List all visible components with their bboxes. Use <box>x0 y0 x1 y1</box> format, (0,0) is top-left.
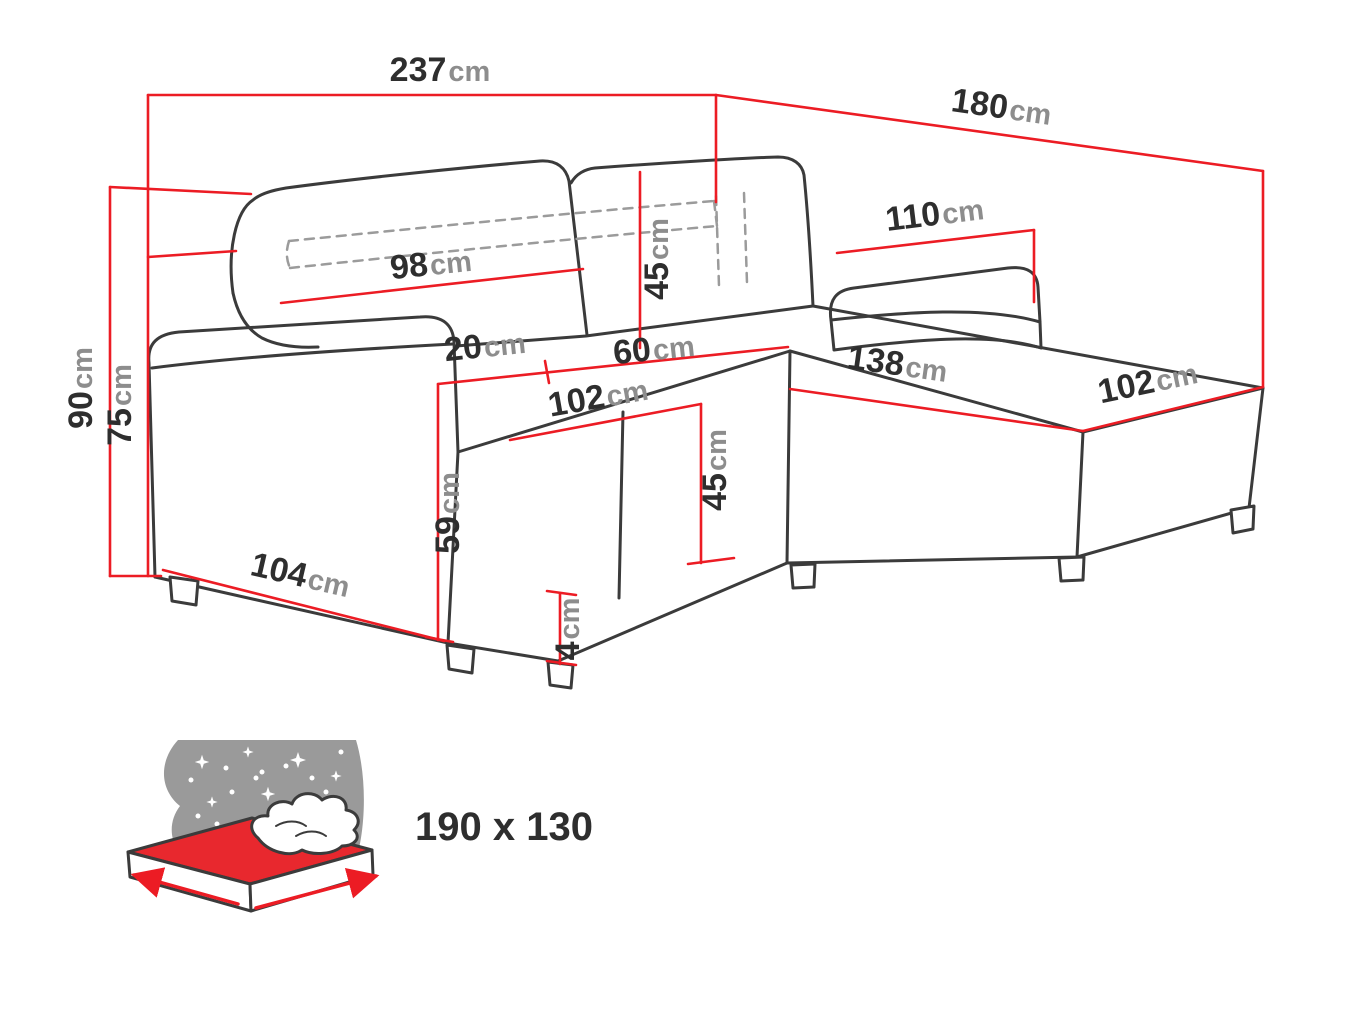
dim-unit: cm <box>1007 94 1053 132</box>
dim-tick-leg-bottom <box>545 659 578 667</box>
dim-label-seat-gap: 60cm <box>611 326 696 372</box>
chaise-right-front-edge <box>1075 430 1085 559</box>
dim-label-back-height: 75cm <box>101 364 139 446</box>
dim-unit: cm <box>1153 358 1201 398</box>
dim-unit: cm <box>903 351 949 389</box>
dim-label-armrest-height: 59cm <box>429 472 467 554</box>
mattress <box>126 792 375 913</box>
dim-unit: cm <box>940 194 986 231</box>
seat-right-edge <box>785 349 792 565</box>
dim-tick-overall-height-top <box>108 185 253 196</box>
dim-value: 104 <box>247 545 311 595</box>
backrest-outline <box>229 155 815 348</box>
dim-unit: cm <box>643 218 675 260</box>
dim-line-chaise-armrest <box>835 228 1036 255</box>
dim-label-total-depth: 180cm <box>949 81 1054 133</box>
dim-unit: cm <box>482 328 527 364</box>
sleeping-area-size-label: 190 x 130 <box>415 805 593 849</box>
dimension-labels: 237cm 180cm 90cm 75cm 98cm 45cm 110cm 20… <box>62 51 1201 660</box>
seat-front-seam <box>617 410 625 600</box>
dim-value: 4 <box>549 641 587 660</box>
dim-line-seat-top <box>436 345 790 386</box>
dim-value: 110 <box>883 195 942 239</box>
duvet-fold-line <box>295 830 327 837</box>
left-armrest-outline <box>147 315 460 579</box>
chaise-armrest-top <box>828 266 1042 324</box>
left-armrest-inner-edge <box>446 450 460 645</box>
dim-unit: cm <box>67 347 99 389</box>
dim-line-backrest-width <box>279 267 585 305</box>
dim-line-chaise-width <box>1081 385 1265 433</box>
dim-line-side-depth <box>161 568 446 643</box>
unfold-arrow-left <box>130 867 240 906</box>
duvet-shape <box>250 792 360 855</box>
dim-value: 180 <box>949 81 1010 127</box>
dim-value: 98 <box>388 245 430 287</box>
dim-line-total-depth <box>714 93 1265 173</box>
dim-line-seat-width <box>508 402 703 442</box>
dim-label-backrest-width: 98cm <box>388 241 473 287</box>
dim-unit: cm <box>428 246 473 282</box>
dimension-lines <box>108 93 1265 667</box>
dim-unit: cm <box>701 429 733 471</box>
dim-label-chaise-width: 102cm <box>1095 353 1201 411</box>
seat-front-top-edge <box>456 349 792 454</box>
dim-tick-armrest-gap <box>543 359 551 385</box>
dim-unit: cm <box>604 375 651 414</box>
chaise-right-back-edge <box>1247 386 1265 510</box>
dim-value: 138 <box>845 338 906 384</box>
dim-value: 20 <box>442 327 484 369</box>
dim-unit: cm <box>434 472 466 514</box>
chaise-armrest-front <box>829 318 1043 352</box>
dim-label-backrest-height: 45cm <box>638 218 676 300</box>
dim-label-chaise-length: 138cm <box>845 338 950 390</box>
sofa-legs <box>168 504 1256 690</box>
dim-value: 59 <box>429 516 467 554</box>
duvet-fold-line <box>275 820 307 827</box>
chaise-armrest-bottom <box>829 310 1042 324</box>
dim-label-armrest-width: 20cm <box>442 323 527 369</box>
dim-unit: cm <box>448 56 490 88</box>
dim-value: 75 <box>101 408 139 446</box>
dim-value: 45 <box>696 473 734 511</box>
dim-label-total-width: 237cm <box>390 51 491 89</box>
dim-value: 102 <box>545 377 607 424</box>
dim-line-chaise-length <box>788 387 1085 433</box>
dim-label-seat-front-height: 45cm <box>696 429 734 511</box>
dim-tick-seat-front-bottom <box>686 556 736 566</box>
dim-unit: cm <box>651 331 696 367</box>
sofa-outline <box>147 155 1265 690</box>
unfold-arrows <box>130 867 380 910</box>
hidden-dashed-lines <box>285 191 749 288</box>
dim-value: 237 <box>390 51 447 89</box>
dim-unit: cm <box>554 598 586 640</box>
left-armrest-top-inner <box>150 342 455 370</box>
dim-tick-leg-top <box>545 589 578 597</box>
backrest-left-edge <box>231 291 320 349</box>
sofa-front-bottom-left <box>153 575 450 645</box>
dim-unit: cm <box>106 364 138 406</box>
dim-label-overall-height: 90cm <box>62 347 100 429</box>
dim-value: 102 <box>1095 362 1158 411</box>
bed-icon <box>126 740 380 913</box>
unfold-arrow-right <box>254 867 380 910</box>
dim-label-leg-height: 4cm <box>549 598 587 661</box>
dim-value: 90 <box>62 391 100 429</box>
dim-unit: cm <box>305 564 353 605</box>
dim-value: 45 <box>638 262 676 300</box>
dim-label-chaise-armrest: 110cm <box>883 189 986 239</box>
dim-tick-back-height <box>146 249 238 259</box>
dim-value: 60 <box>611 330 653 372</box>
backrest-seam <box>567 179 589 337</box>
chaise-seat-front-edge <box>788 349 1085 434</box>
